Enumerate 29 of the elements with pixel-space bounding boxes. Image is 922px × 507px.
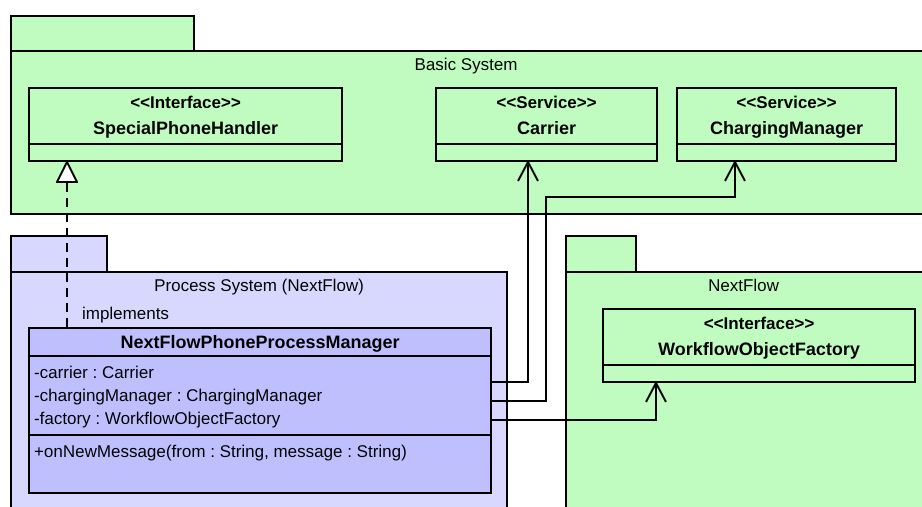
stereotype-label: <<Service>> — [736, 92, 837, 114]
operation-text: +onNewMessage(from : String, message : String) — [34, 441, 407, 463]
attribute-text: -chargingManager : ChargingManager — [34, 385, 322, 407]
association-arrow — [492, 382, 667, 421]
class-box — [28, 327, 492, 494]
stereotype-label: <<Interface>> — [130, 92, 241, 114]
class-name: WorkflowObjectFactory — [658, 338, 860, 361]
class-name: SpecialPhoneHandler — [92, 116, 278, 140]
package-frame — [10, 15, 922, 215]
association-arrow — [492, 161, 746, 402]
class-box — [602, 308, 916, 383]
realization-arrow — [56, 161, 78, 327]
stereotype-label: <<Service>> — [496, 92, 597, 114]
package-name: NextFlow — [707, 276, 780, 296]
package-frame — [10, 235, 508, 507]
edge-label: implements — [80, 304, 171, 324]
class-name: Carrier — [516, 116, 576, 140]
class-box — [28, 87, 343, 162]
class-box — [435, 87, 658, 162]
package-name: Process System (NextFlow) — [153, 276, 365, 296]
package-frame — [565, 235, 922, 507]
association-arrow — [492, 161, 539, 383]
package-name: Basic System — [414, 55, 518, 75]
class-name: ChargingManager — [710, 116, 864, 140]
attribute-text: -carrier : Carrier — [34, 362, 154, 384]
attribute-text: -factory : WorkflowObjectFactory — [34, 408, 280, 430]
stereotype-label: <<Interface>> — [704, 312, 814, 334]
class-name: NextFlowPhoneProcessManager — [120, 330, 400, 354]
class-box — [676, 87, 897, 162]
